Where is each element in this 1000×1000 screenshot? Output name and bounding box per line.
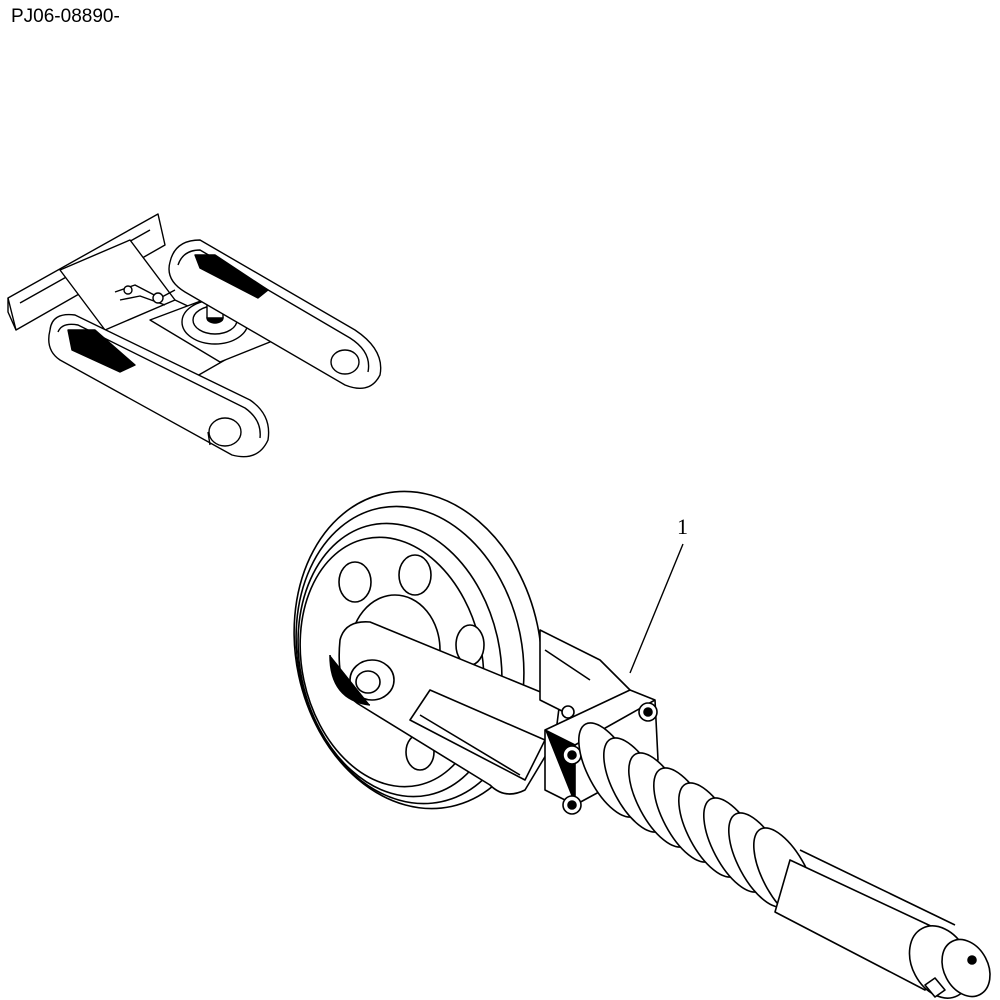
callout-leader-line bbox=[629, 543, 684, 674]
drawing-code: PJ06-08890- bbox=[11, 6, 120, 27]
callout-label: 1 bbox=[677, 514, 688, 539]
callout-1: 1 bbox=[629, 514, 688, 674]
undercarriage-overview bbox=[7, 213, 382, 458]
idler-assembly bbox=[293, 490, 991, 999]
